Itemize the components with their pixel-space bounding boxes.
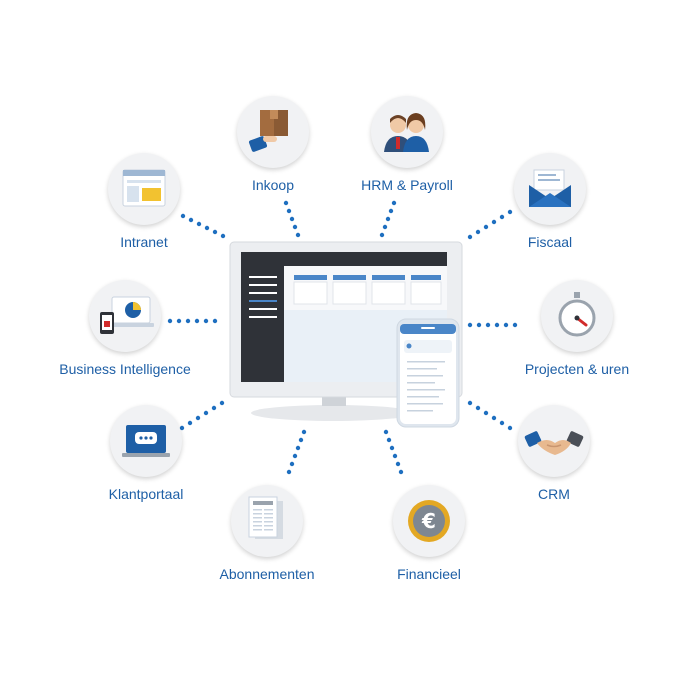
- module-label-inkoop: Inkoop: [251, 177, 295, 193]
- module-business-intelligence[interactable]: Business Intelligence: [45, 280, 205, 377]
- module-hrm[interactable]: HRM & Payroll: [327, 96, 487, 193]
- module-abonnementen[interactable]: Abonnementen: [187, 485, 347, 582]
- module-label-business-intelligence: Business Intelligence: [59, 361, 191, 377]
- browser-window-icon: [108, 153, 180, 225]
- module-label-abonnementen: Abonnementen: [219, 566, 315, 582]
- sidebar-menu-lines: [249, 276, 277, 318]
- monitor-bezel: [229, 241, 463, 398]
- connector-inkoop: [283, 200, 301, 238]
- phone-illustration: [396, 318, 460, 428]
- connector-financieel: [383, 429, 404, 475]
- package-box-icon: [237, 96, 309, 168]
- screen-topbar: [241, 252, 447, 266]
- module-label-projecten: Projecten & uren: [524, 361, 630, 377]
- monitor-screen: [241, 252, 447, 382]
- screen-sidebar: [241, 266, 284, 382]
- module-intranet[interactable]: Intranet: [64, 153, 224, 250]
- stopwatch-icon: [541, 280, 613, 352]
- connector-hrm: [379, 200, 397, 238]
- connector-abonnementen: [286, 429, 307, 475]
- handshake-icon: [518, 405, 590, 477]
- envelope-icon: [514, 153, 586, 225]
- module-crm[interactable]: CRM: [474, 405, 634, 502]
- module-label-financieel: Financieel: [397, 566, 461, 582]
- screen-cards: [293, 275, 442, 305]
- devices-chart-icon: [89, 280, 161, 352]
- people-icon: [371, 96, 443, 168]
- newspaper-icon: [231, 485, 303, 557]
- module-label-fiscaal: Fiscaal: [527, 234, 573, 250]
- module-fiscaal[interactable]: Fiscaal: [470, 153, 630, 250]
- module-label-crm: CRM: [538, 486, 570, 502]
- module-label-hrm: HRM & Payroll: [361, 177, 453, 193]
- module-inkoop[interactable]: Inkoop: [193, 96, 353, 193]
- laptop-chat-icon: [110, 405, 182, 477]
- screen-content-bg: [284, 266, 447, 382]
- monitor-stand-neck: [322, 394, 346, 406]
- monitor-stand-base: [251, 405, 415, 421]
- module-klantportaal[interactable]: Klantportaal: [66, 405, 226, 502]
- euro-coin-icon: €: [393, 485, 465, 557]
- module-label-intranet: Intranet: [120, 234, 168, 250]
- module-projecten[interactable]: Projecten & uren: [497, 280, 657, 377]
- module-financieel[interactable]: € Financieel: [349, 485, 509, 582]
- svg-text:€: €: [421, 509, 436, 533]
- module-label-klantportaal: Klantportaal: [108, 486, 184, 502]
